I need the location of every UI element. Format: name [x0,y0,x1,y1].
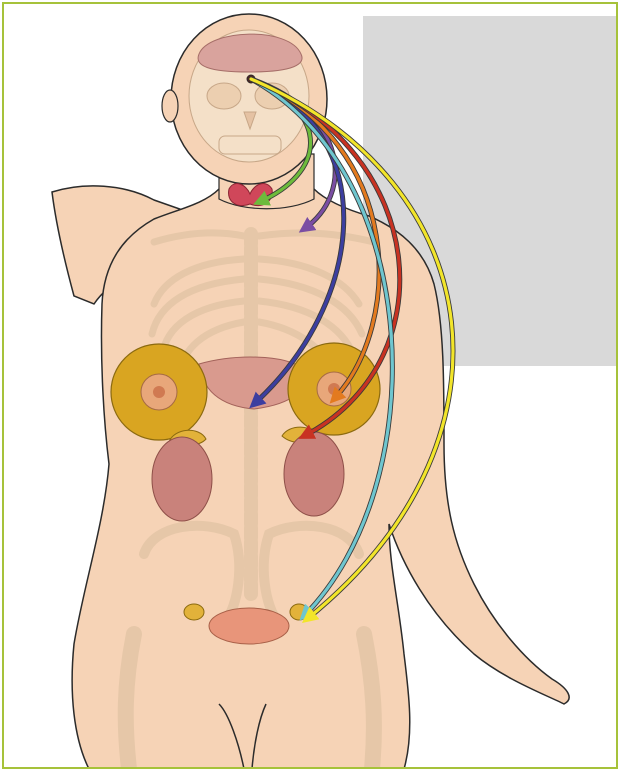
endocrine-system-illustration [4,4,618,769]
ear [162,90,178,122]
left-kidney [152,437,212,521]
right-kidney [284,432,344,516]
figure-frame [2,2,618,769]
left-ovary [184,604,204,620]
left-breast [111,344,207,440]
right-breast [288,343,380,435]
uterus [209,608,289,644]
